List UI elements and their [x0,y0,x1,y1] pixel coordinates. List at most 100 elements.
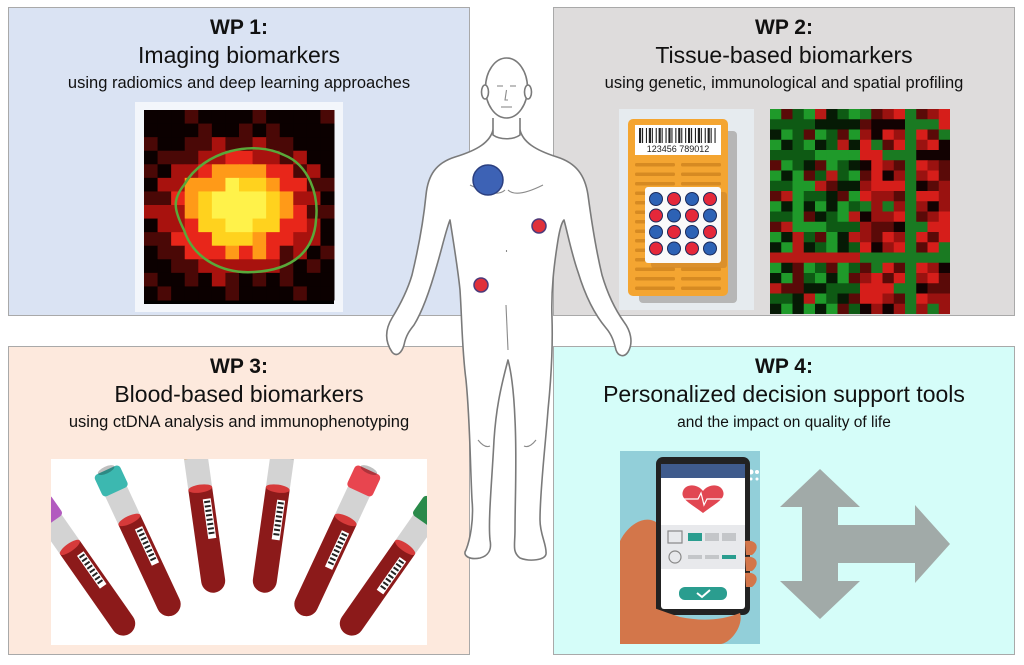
pet-pixel [266,232,281,247]
pet-pixel [184,123,199,138]
heatmap-cell [848,109,861,120]
pet-pixel [171,123,186,138]
heatmap-cell [916,303,928,314]
heatmap-cell [848,242,861,253]
heatmap-cell [893,303,906,314]
pet-pixel [266,218,281,233]
heatmap-cell [882,293,895,305]
pet-pixel [157,150,172,165]
pet-pixel [279,245,294,260]
heatmap-cell [792,211,805,223]
panel-label: WP 2: [755,16,813,39]
heatmap-cell [803,139,816,151]
tma-core [685,208,699,223]
pet-pixel [293,191,308,206]
heatmap-cell [893,119,906,130]
heatmap-cell [848,119,861,130]
pet-pixel [279,177,294,192]
heatmap-cell [792,303,805,314]
tumor-contour [174,147,318,274]
panel-wp2-tissue-biomarkers: WP 2: Tissue-based biomarkers using gene… [553,7,1015,316]
heatmap-cell [916,129,928,141]
heatmap-cell [938,252,950,264]
pet-pixel [266,245,281,260]
heatmap-cell [770,109,782,120]
heatmap-cell [803,109,816,120]
heatmap-cell [927,211,940,223]
heatmap-cell [848,283,861,294]
pet-pixel [225,177,240,192]
heatmap-cell [770,119,782,130]
heatmap-cell [826,191,838,202]
heatmap-cell [826,283,838,294]
pet-pixel [211,177,226,192]
heatmap-cell [837,180,850,192]
heatmap-cell [803,242,816,253]
panel-wp3-blood-biomarkers: WP 3: Blood-based biomarkers using ctDNA… [8,346,470,655]
heatmap-cell [871,191,883,202]
heatmap-cell [860,170,872,182]
heatmap-cell [860,303,872,314]
pet-pixel [144,137,159,152]
heatmap-cell [905,160,917,171]
tma-core [667,192,681,206]
heatmap-cell [927,109,940,120]
heatmap-cell [893,252,906,264]
pet-pixel [239,123,254,138]
heatmap-cell [803,119,816,130]
heatmap-cell [781,242,793,253]
heatmap-cell [893,232,906,243]
heatmap-cell [871,262,883,274]
tma-core [667,225,681,239]
pet-pixel [225,150,240,165]
heatmap-cell [927,150,940,161]
heatmap-cell [882,191,895,202]
heatmap-cell [860,201,872,212]
heatmap-cell [905,170,917,182]
heatmap-cell [882,303,895,314]
heatmap-cell [893,201,906,212]
heatmap-cell [893,129,906,141]
tma-core [649,225,663,239]
pet-pixel [184,259,199,274]
pet-pixel [306,259,321,274]
tma-core [667,208,681,223]
heatmap-cell [893,109,906,120]
tma-core [685,225,699,239]
pet-pixel [184,110,199,125]
heatmap-cell [826,262,838,274]
pet-pixel [144,110,159,125]
pet-pixel [266,150,281,165]
pet-pixel [239,218,254,233]
heatmap-cell [927,252,940,264]
heatmap-cell [882,283,895,294]
heatmap-cell [882,170,895,182]
heatmap-cell [815,129,827,141]
heatmap-cell [770,139,782,151]
heatmap-cell [882,201,895,212]
heatmap-cell [871,119,883,130]
pet-pixel [266,177,281,192]
heatmap-cell [781,160,793,171]
heatmap-cell [815,232,827,243]
heatmap-cell [781,273,793,284]
panel-label: WP 3: [210,355,268,378]
tma-core [703,241,717,256]
heatmap-cell [781,170,793,182]
heatmap-cell [826,139,838,151]
heatmap-cell [848,232,861,243]
heatmap-cell [860,139,872,151]
tumor-marker-hip [473,277,489,293]
heatmap-cell [927,283,940,294]
pet-pixel [198,137,213,152]
pet-pixel [184,218,199,233]
heatmap-cell [803,252,816,264]
heatmap-cell [893,139,906,151]
pet-pixel [293,259,308,274]
pet-pixel [157,272,172,287]
pet-pixel [320,286,335,301]
pet-pixel [266,286,281,301]
pet-pixel [225,110,240,125]
pet-pixel [306,205,321,220]
heatmap-cell [826,129,838,141]
